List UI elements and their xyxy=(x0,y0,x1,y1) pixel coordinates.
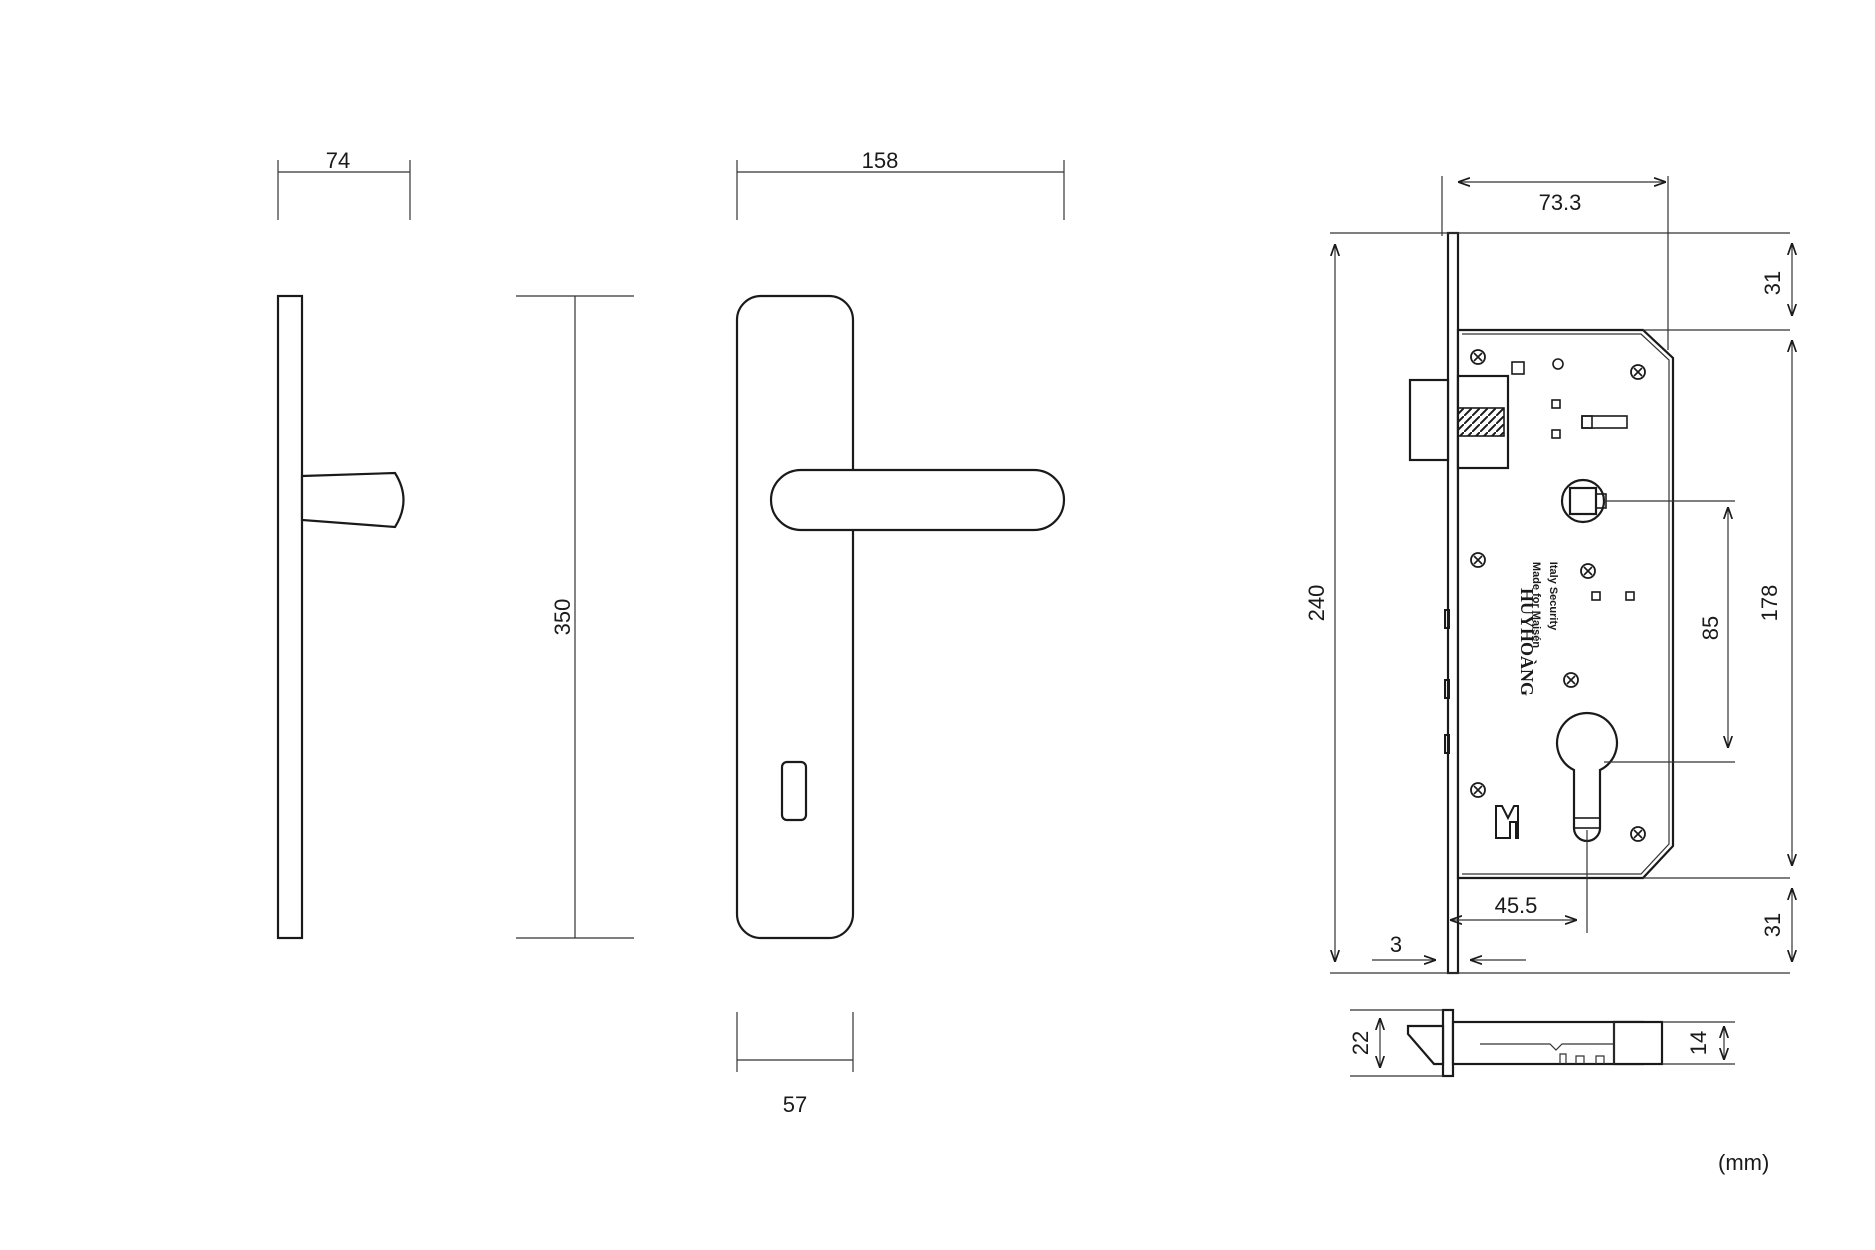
lock-made-for-label: Made for Maisén xyxy=(1530,562,1542,648)
dim-front-width: 158 xyxy=(862,148,899,173)
side-lever xyxy=(300,471,405,529)
dim-height: 350 xyxy=(550,599,575,636)
cylinder-hole xyxy=(1555,711,1619,843)
front-backplate xyxy=(735,294,855,940)
mortise-lock-body: HUYHOÀNG Made for Maisén Italy Security xyxy=(1408,231,1675,975)
dim-lock-backset: 73.3 xyxy=(1539,190,1582,215)
dim-body-thickness: 14 xyxy=(1686,1031,1711,1055)
latch-bolt xyxy=(1408,378,1450,462)
lock-brand-label: HUYHOÀNG xyxy=(1517,588,1538,696)
screw-7 xyxy=(1630,826,1646,842)
lock-dimensions: 73.3 31 178 31 85 240 45.5 3 xyxy=(1304,176,1792,974)
unit-label: (mm) xyxy=(1718,1150,1770,1175)
screw-3 xyxy=(1470,552,1486,568)
bottom-case xyxy=(1451,1020,1645,1066)
dim-lock-bottom-offset: 31 xyxy=(1760,913,1785,937)
screw-6 xyxy=(1470,782,1486,798)
dim-faceplate-width: 22 xyxy=(1348,1031,1373,1055)
dim-lock-total-height: 240 xyxy=(1304,585,1329,622)
dim-lock-cylinder-backset: 45.5 xyxy=(1495,893,1538,918)
bottom-faceplate xyxy=(1441,1008,1455,1078)
screw-4 xyxy=(1580,563,1596,579)
dim-plate-width: 57 xyxy=(783,1092,807,1117)
screw-2 xyxy=(1630,364,1646,380)
dim-lock-center-distance: 85 xyxy=(1698,616,1723,640)
latch-spring xyxy=(1457,407,1505,437)
keyhole-slot xyxy=(780,760,808,822)
dim-lock-top-offset: 31 xyxy=(1760,271,1785,295)
lever-handle xyxy=(769,468,1066,532)
screw-5 xyxy=(1563,672,1579,688)
side-backplate xyxy=(276,294,304,940)
handle-front-view: 158 57 xyxy=(735,148,1066,1117)
handle-side-view: 74 xyxy=(276,148,411,940)
dim-side-width: 74 xyxy=(326,148,350,173)
screw-1 xyxy=(1470,349,1486,365)
dim-lock-body-height: 178 xyxy=(1757,585,1782,622)
height-dimension: 350 xyxy=(516,295,634,939)
bottom-latch xyxy=(1406,1024,1445,1066)
lock-faceplate xyxy=(1446,231,1460,975)
lock-origin-label: Italy Security xyxy=(1547,562,1559,631)
dim-faceplate-thickness: 3 xyxy=(1390,932,1402,957)
lock-bottom-view: 22 14 xyxy=(1348,1008,1735,1078)
